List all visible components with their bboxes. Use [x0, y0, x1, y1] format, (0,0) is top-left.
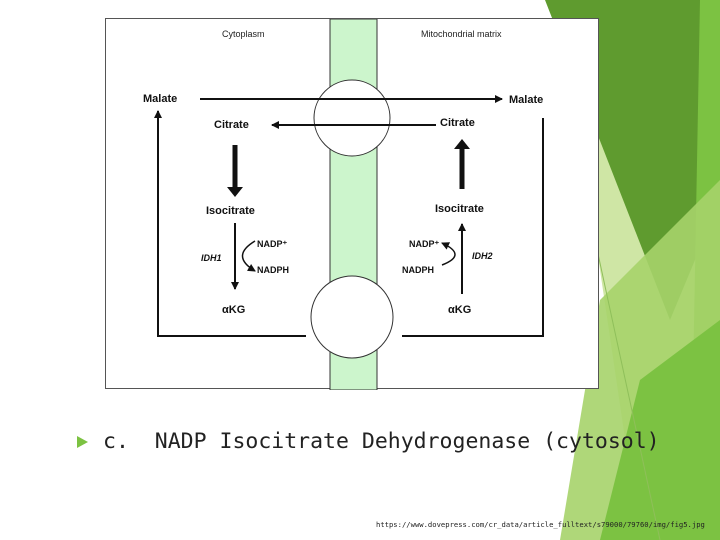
- citrate-transporter: [313, 79, 391, 157]
- source-link[interactable]: https://www.dovepress.com/cr_data/articl…: [376, 520, 705, 529]
- theme-line: [594, 239, 661, 540]
- enzyme-idh2: IDH2: [472, 251, 493, 261]
- caption-marker: c.: [103, 429, 129, 454]
- matrix-akg: αKG: [448, 304, 472, 316]
- idh2-cofactor-curve: [441, 242, 456, 266]
- theme-shape-accent: [600, 320, 720, 540]
- cyto-nadph: NADPH: [257, 265, 290, 275]
- cyto-nadp-plus: NADP⁺: [257, 239, 288, 249]
- cyto-akg: αKG: [222, 304, 246, 316]
- akg-to-malate-left-arrow: [154, 110, 306, 337]
- akg-to-malate-right-arrow: [402, 118, 544, 337]
- cyto-isocitrate: Isocitrate: [206, 205, 255, 217]
- cyto-citrate: Citrate: [214, 119, 249, 131]
- slide-caption: c. NADP Isocitrate Dehydrogenase (cytoso…: [103, 429, 660, 454]
- diagram-graphics: [154, 19, 544, 390]
- matrix-nadp-plus: NADP⁺: [409, 239, 440, 249]
- matrix-malate: Malate: [509, 94, 544, 106]
- caption-text: NADP Isocitrate Dehydrogenase (cytosol): [154, 429, 660, 454]
- metabolic-diagram: Cytoplasm Mitochondrial matrix Malate Ma…: [105, 18, 599, 390]
- enzyme-idh1: IDH1: [201, 253, 222, 263]
- idh1-cofactor-curve: [241, 240, 256, 272]
- matrix-isocitrate: Isocitrate: [435, 203, 484, 215]
- matrix-label: Mitochondrial matrix: [421, 29, 502, 39]
- cytoplasm-label: Cytoplasm: [222, 29, 265, 39]
- matrix-citrate: Citrate: [440, 117, 475, 129]
- bullet-arrow-icon: [77, 436, 88, 448]
- matrix-nadph: NADPH: [402, 265, 435, 275]
- cyto-malate: Malate: [143, 93, 178, 105]
- akg-transporter: [310, 275, 394, 359]
